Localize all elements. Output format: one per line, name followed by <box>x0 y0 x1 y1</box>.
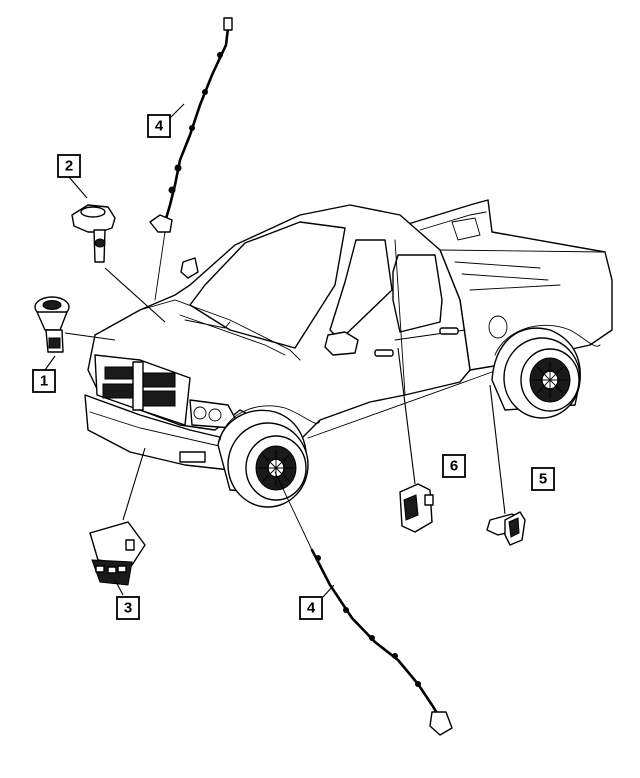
callout-2: 2 <box>57 154 88 199</box>
front-wheel <box>217 409 309 508</box>
callout-6-label: 6 <box>450 458 458 475</box>
rear-bracket-sensor-part <box>486 384 526 546</box>
grille-sensor-part <box>71 204 166 323</box>
callout-5-label: 5 <box>539 471 547 488</box>
callout-4-upper-label: 4 <box>155 118 164 135</box>
callout-2-label: 2 <box>65 158 73 175</box>
rear-wheel <box>491 327 581 419</box>
callout-4-lower: 4 <box>299 584 335 620</box>
callout-3-label: 3 <box>124 600 132 617</box>
callout-4-upper: 4 <box>147 103 185 138</box>
grille <box>94 354 191 426</box>
control-module-part <box>89 447 146 596</box>
lower-harness-part <box>274 471 453 736</box>
callout-1: 1 <box>32 369 56 393</box>
callout-1-label: 1 <box>40 373 48 390</box>
hood-sensor-part <box>34 296 116 371</box>
upper-harness-part <box>149 17 233 301</box>
callout-3: 3 <box>116 596 140 620</box>
callout-5: 5 <box>531 467 555 491</box>
callout-6: 6 <box>442 454 466 478</box>
callout-4-lower-label: 4 <box>307 600 316 617</box>
pickup-truck-illustration <box>84 199 613 508</box>
side-sensor-part <box>397 347 434 533</box>
